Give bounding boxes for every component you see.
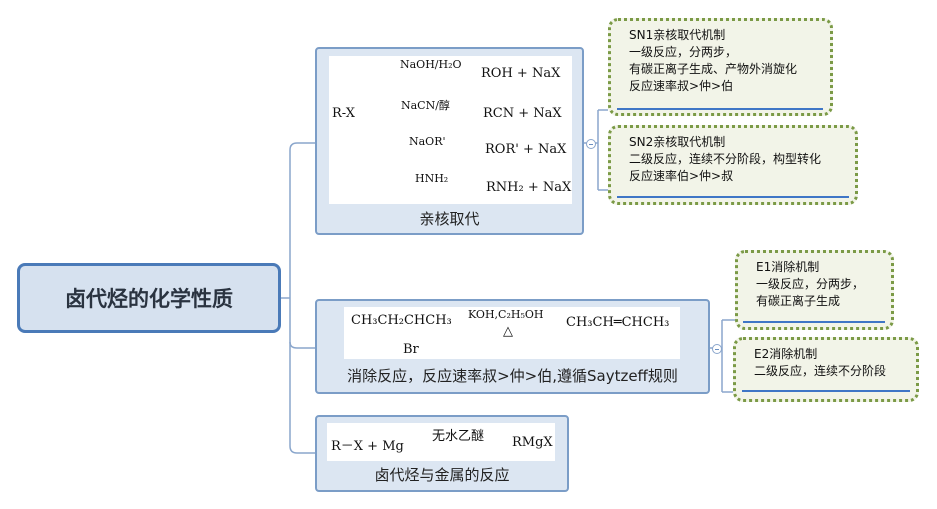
note-e1-title: E1消除机制	[756, 260, 820, 274]
substitution-reagent-4: HNH₂	[415, 172, 449, 185]
note-e2[interactable]: E2消除机制 二级反应，连续不分阶段	[733, 337, 919, 402]
substitution-collapse-toggle[interactable]	[586, 139, 596, 149]
note-sn1[interactable]: SN1亲核取代机制 一级反应，分两步， 有碳正离子生成、产物外消旋化 反应速率叔…	[608, 18, 833, 116]
metal-reactant: R－X + Mg	[331, 439, 404, 454]
metal-branch[interactable]: 卤代烃与金属的反应	[315, 415, 569, 492]
note-e1[interactable]: E1消除机制 一级反应，分两步， 有碳正离子生成	[735, 250, 894, 330]
note-sn2-underline	[617, 196, 849, 198]
substitution-reagent-2: NaCN/醇	[401, 99, 450, 112]
note-sn1-title: SN1亲核取代机制	[629, 28, 726, 42]
substitution-product-3: ROR' + NaX	[485, 142, 567, 157]
note-e1-line-2: 有碳正离子生成	[756, 294, 841, 308]
substitution-product-2: RCN + NaX	[483, 106, 562, 121]
elimination-collapse-toggle[interactable]	[712, 344, 722, 354]
elimination-reactant: CH₃CH₂CHCH₃	[351, 313, 452, 328]
note-sn1-line-1: 一级反应，分两步，	[629, 45, 738, 59]
substitution-product-4: RNH₂ + NaX	[486, 180, 572, 195]
substitution-equation	[329, 56, 572, 204]
substitution-reactant: R-X	[332, 106, 355, 121]
substitution-product-1: ROH + NaX	[481, 66, 561, 81]
note-sn2[interactable]: SN2亲核取代机制 二级反应，连续不分阶段，构型转化 反应速率伯>仲>叔	[608, 125, 858, 205]
substitution-caption: 亲核取代	[419, 210, 480, 228]
metal-equation	[327, 423, 555, 461]
substitution-reagent-1: NaOH/H₂O	[400, 58, 462, 71]
note-sn2-line-2: 反应速率伯>仲>叔	[629, 169, 734, 183]
elimination-product: CH₃CH═CHCH₃	[566, 315, 670, 330]
note-e1-underline	[743, 321, 885, 323]
metal-condition: 无水乙醚	[432, 429, 485, 444]
note-e2-underline	[742, 390, 910, 392]
substitution-branch[interactable]: 亲核取代	[315, 47, 584, 235]
elimination-condition: KOH,C₂H₅OH	[468, 308, 544, 321]
note-e2-line-1: 二级反应，连续不分阶段	[754, 364, 887, 378]
note-sn2-line-1: 二级反应，连续不分阶段，构型转化	[629, 152, 822, 166]
note-e2-title: E2消除机制	[754, 347, 818, 361]
substitution-reagent-3: NaOR'	[409, 135, 446, 148]
elimination-substituent: Br	[403, 342, 419, 357]
elimination-heat: △	[503, 324, 513, 339]
elimination-caption: 消除反应，反应速率叔>仲>伯,遵循Saytzeff规则	[347, 367, 678, 385]
elimination-branch[interactable]: 消除反应，反应速率叔>仲>伯,遵循Saytzeff规则	[315, 299, 710, 394]
note-e1-line-1: 一级反应，分两步，	[756, 277, 865, 291]
metal-caption: 卤代烃与金属的反应	[374, 466, 510, 484]
root-topic[interactable]: 卤代烃的化学性质	[17, 263, 281, 333]
elimination-equation	[344, 307, 680, 359]
root-title: 卤代烃的化学性质	[65, 287, 233, 311]
note-sn1-line-2: 有碳正离子生成、产物外消旋化	[629, 62, 798, 76]
metal-product: RMgX	[512, 435, 553, 450]
note-sn2-title: SN2亲核取代机制	[629, 135, 726, 149]
note-sn1-underline	[617, 108, 823, 110]
note-sn1-line-3: 反应速率叔>仲>伯	[629, 79, 734, 93]
